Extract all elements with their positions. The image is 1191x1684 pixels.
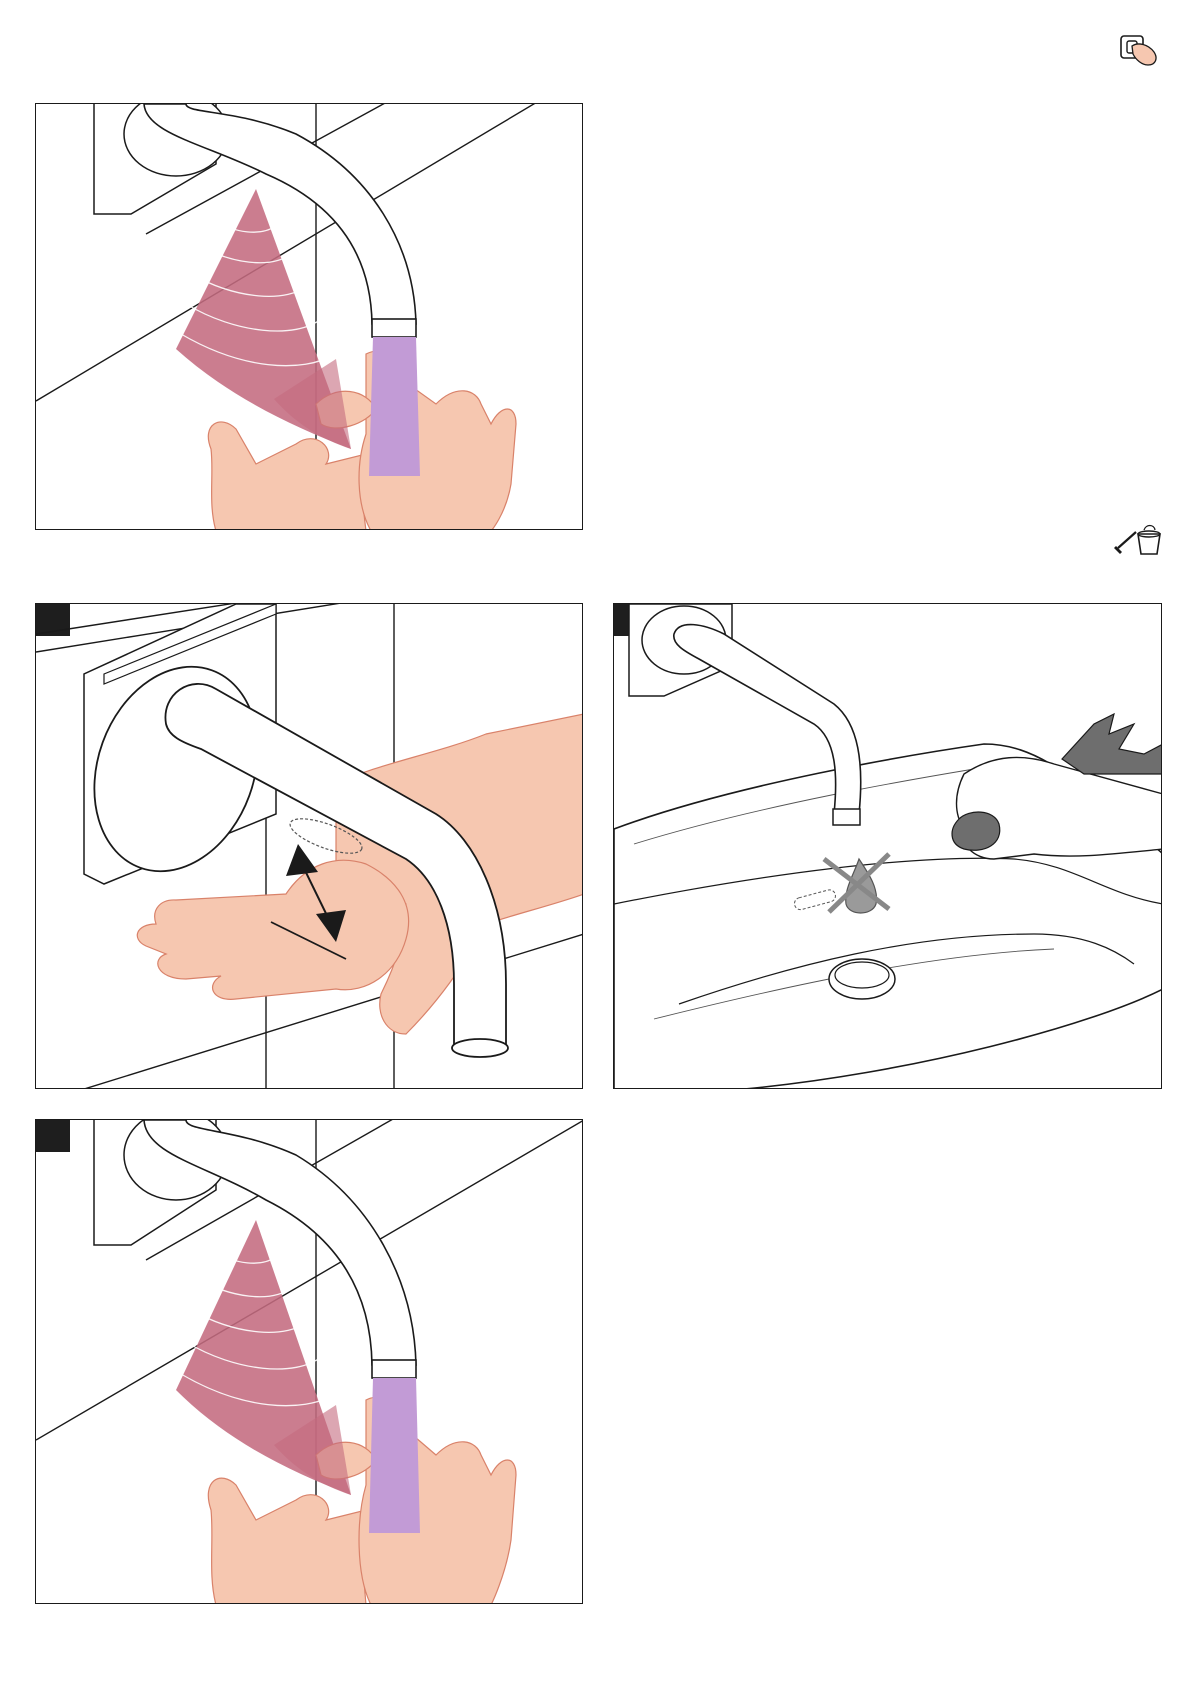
cleaning-brush-bucket-icon — [1114, 522, 1162, 556]
illustration-panel-hands-water-2 — [35, 1119, 583, 1604]
illustration-panel-hands-water — [35, 103, 583, 530]
illustration-panel-cleaning-basin — [613, 603, 1162, 1089]
hand-pressing-switch-icon — [1118, 32, 1162, 68]
illustration-panel-sensor-distance — [35, 603, 583, 1089]
